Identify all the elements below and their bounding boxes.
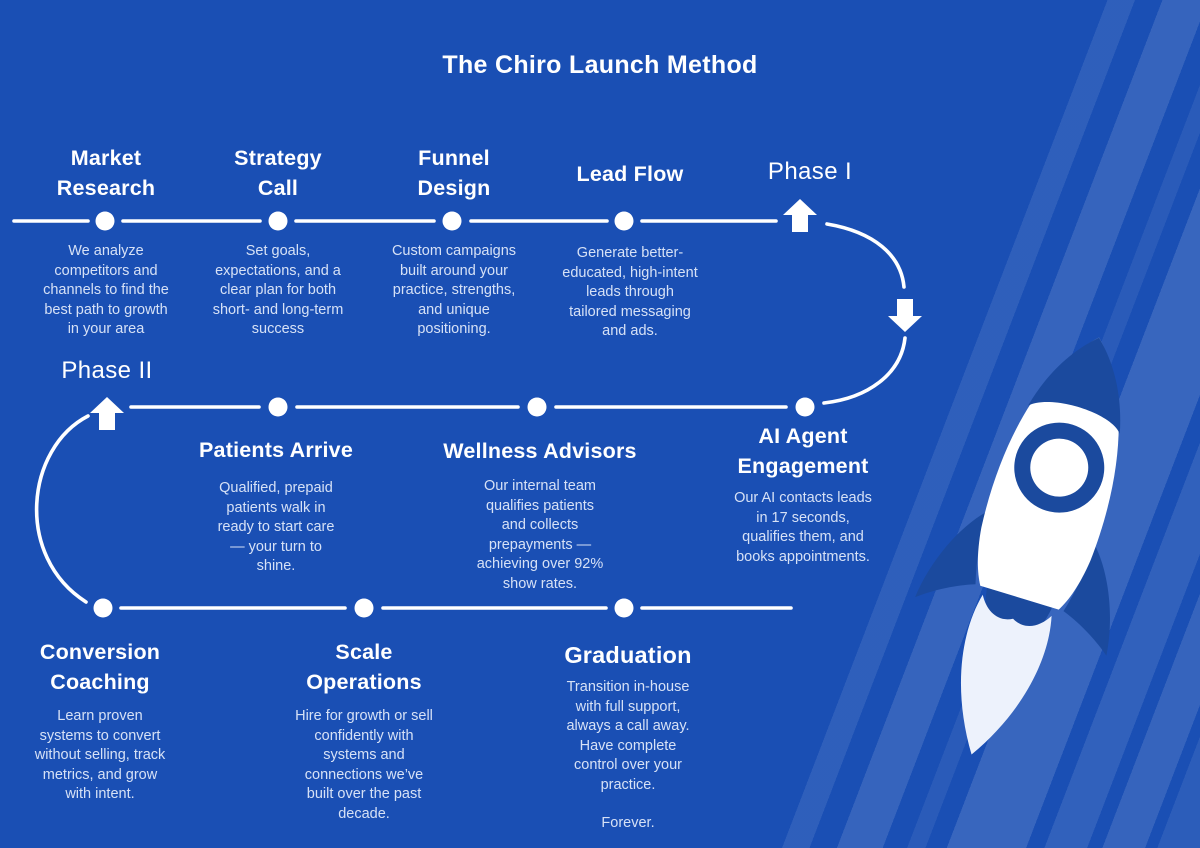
node-label-funnel-design: Funnel Design [417,146,491,200]
node-label-strategy-call: Strategy Call [234,146,322,200]
dot-conversion-coaching [93,598,113,618]
node-desc-patients-arrive: Qualified, prepaid patients walk in read… [217,480,335,574]
phase1-curve-bottom [822,336,907,405]
node-desc-market-research: We analyze competitors and channels to f… [43,243,169,337]
page-title: The Chiro Launch Method [442,51,758,79]
node-desc-graduation-footer: Forever. [601,815,655,831]
dot-patients-arrive [268,397,288,417]
node-label-scale-operations: Scale Operations [306,640,422,694]
node-desc-ai-agent-engagement: Our AI contacts leads in 17 seconds, qua… [734,490,872,565]
dot-wellness-advisors [527,397,547,417]
rocket-icon [915,337,1121,755]
node-desc-lead-flow: Generate better-educated, high-intent le… [562,245,698,339]
phase2-curve [34,414,90,604]
dot-scale-operations [354,598,374,618]
dot-ai-agent [795,397,815,417]
phase-2-label: Phase II [61,357,153,384]
dot-funnel-design [442,211,462,231]
phase1-curve-top [825,222,906,289]
dot-lead-flow [614,211,634,231]
node-desc-scale-operations: Hire for growth or sell confidently with… [295,708,433,822]
dot-market-research [95,211,115,231]
node-label-graduation: Graduation [564,642,692,668]
dot-graduation [614,598,634,618]
arrow-up-icon-phase1 [783,199,817,232]
arrow-down-icon [888,299,922,332]
node-desc-wellness-advisors: Our internal team qualifies patients and… [476,478,604,592]
node-desc-strategy-call: Set goals, expectations, and a clear pla… [212,243,344,337]
node-desc-graduation-wrap: Transition in-house with full support, a… [560,678,696,834]
node-label-conversion-coaching: Conversion Coaching [39,640,161,694]
node-desc-conversion-coaching: Learn proven systems to convert without … [34,708,166,802]
node-desc-funnel-design: Custom campaigns built around your pract… [391,243,517,337]
node-label-lead-flow: Lead Flow [576,162,684,186]
phase-1-label: Phase I [767,158,853,185]
node-label-patients-arrive: Patients Arrive [199,438,353,462]
node-desc-graduation: Transition in-house with full support, a… [566,679,690,793]
dot-strategy-call [268,211,288,231]
node-label-wellness-advisors: Wellness Advisors [443,439,637,463]
arrow-up-icon-phase2 [90,397,124,430]
rocket-parts [915,337,1121,755]
node-label-market-research: Market Research [56,146,156,200]
node-label-ai-agent-engagement: AI Agent Engagement [737,424,869,478]
